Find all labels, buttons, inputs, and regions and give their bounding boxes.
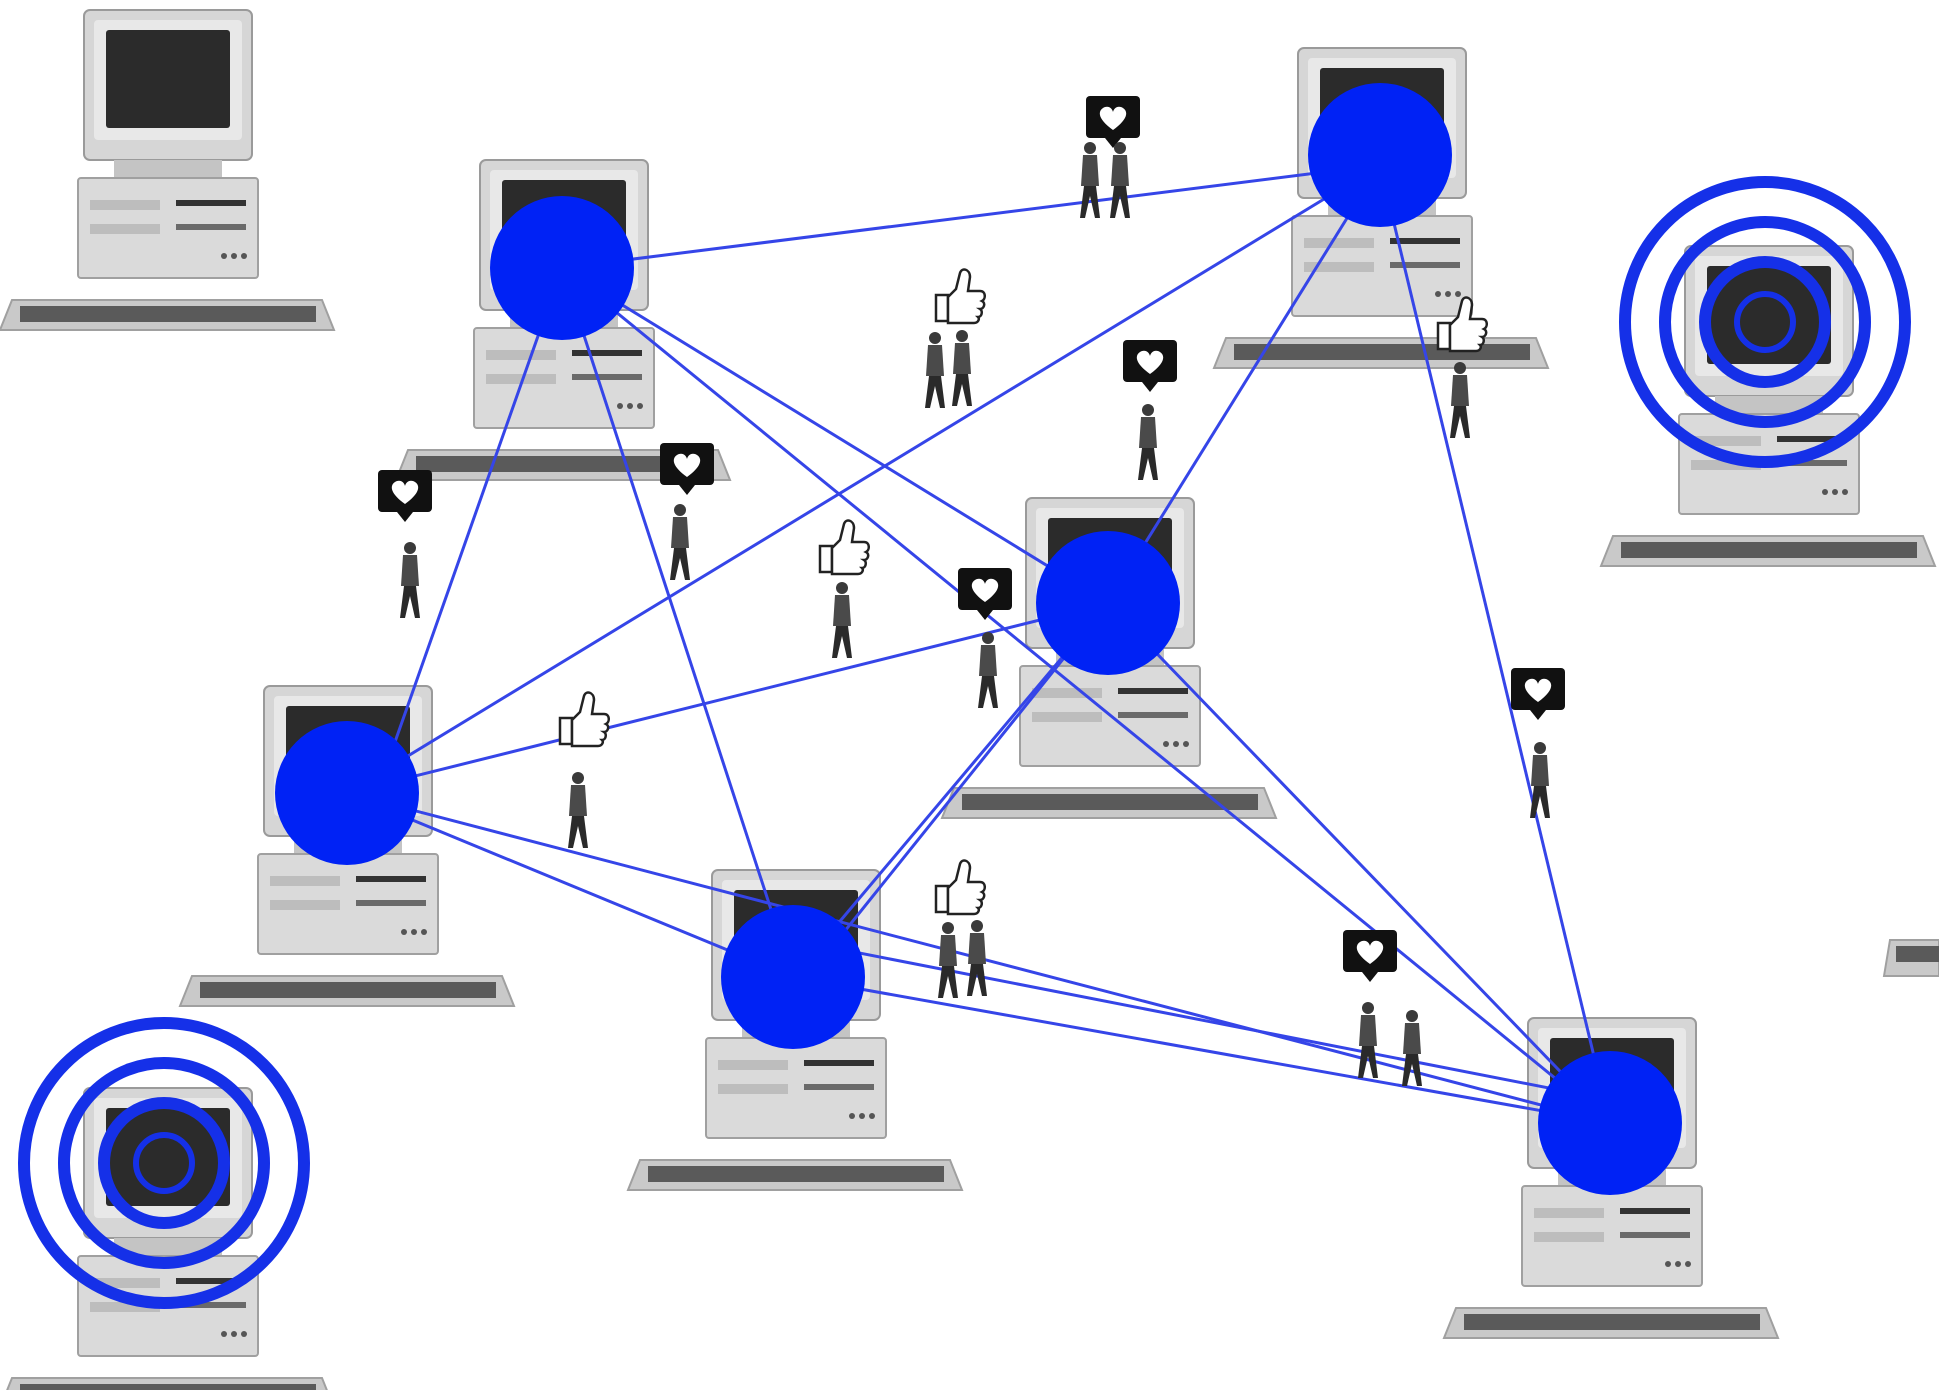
walking-person-icon [952, 330, 972, 406]
walking-person-icon [1358, 1002, 1378, 1078]
walking-person-icon [1402, 1010, 1422, 1086]
keyboard-edge-right [1882, 939, 1939, 977]
node [490, 196, 634, 340]
heart-bubble-icon [1086, 96, 1140, 148]
node [1308, 83, 1452, 227]
walking-person-icon [400, 542, 420, 618]
heart-bubble-icon [1511, 668, 1565, 720]
heart-bubble-icon [958, 568, 1012, 620]
walking-person-icon [978, 632, 998, 708]
heart-bubble-icon [1123, 340, 1177, 392]
thumbs-up-icon [558, 691, 611, 748]
link [1106, 164, 1382, 604]
link [792, 975, 1611, 1125]
link [346, 601, 1109, 795]
heart-bubble-icon [378, 470, 432, 522]
target-rings-icon [18, 1017, 310, 1309]
heart-bubble-icon [660, 443, 714, 495]
walking-person-icon [1110, 142, 1130, 218]
node [275, 721, 419, 865]
link [375, 267, 564, 794]
thumbs-up-icon [818, 519, 871, 576]
heart-bubble-icon [1343, 930, 1397, 982]
node [1036, 531, 1180, 675]
link [1106, 601, 1612, 1125]
walking-person-icon [568, 772, 588, 848]
walking-person-icon [938, 922, 958, 998]
link [1378, 164, 1612, 1124]
walking-person-icon [1080, 142, 1100, 218]
walking-person-icon [967, 920, 987, 996]
node [721, 905, 865, 1049]
link [792, 938, 1611, 1102]
link [561, 163, 1381, 270]
walking-person-icon [1530, 742, 1550, 818]
link [346, 163, 1381, 795]
walking-person-icon [670, 504, 690, 580]
link [791, 602, 1110, 978]
walking-person-icon [1450, 362, 1470, 438]
thumbs-up-icon [934, 268, 987, 325]
link [818, 602, 1110, 963]
link [560, 267, 795, 978]
node [1538, 1051, 1682, 1195]
link [561, 266, 1109, 605]
walking-person-icon [832, 582, 852, 658]
link [561, 266, 1611, 1125]
network-nodes [275, 83, 1682, 1195]
target-rings-icon [1619, 176, 1911, 468]
thumbs-up-icon [934, 859, 987, 916]
link [346, 791, 794, 979]
walking-person-icon [925, 332, 945, 408]
computer-top-left [0, 9, 335, 331]
walking-person-icon [1138, 404, 1158, 480]
